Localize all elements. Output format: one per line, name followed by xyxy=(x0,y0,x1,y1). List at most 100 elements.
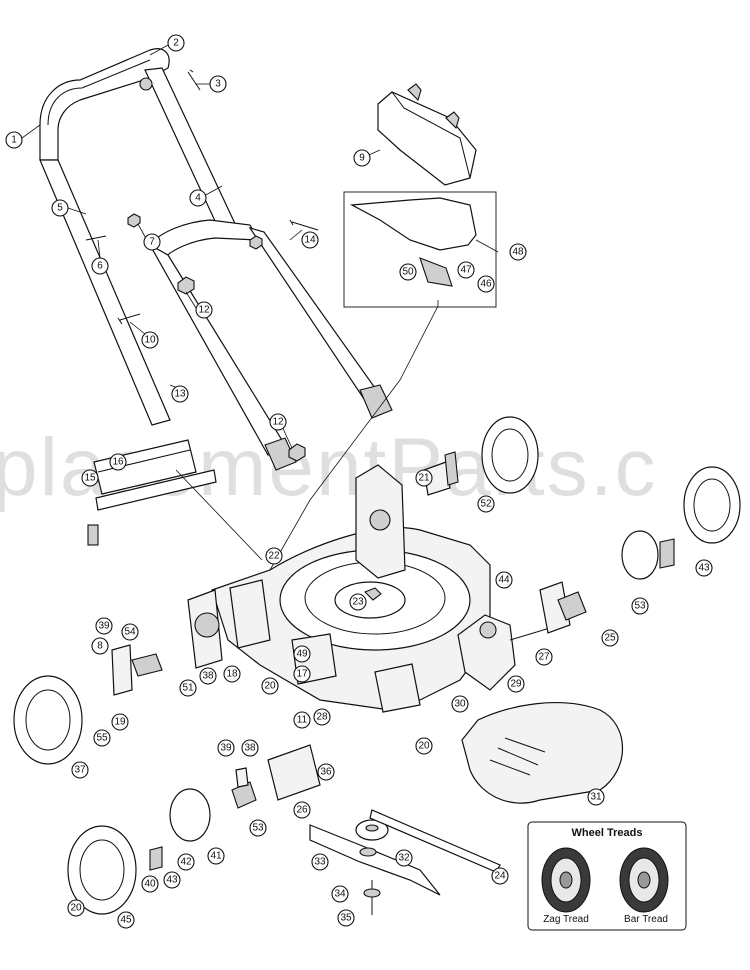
callout-9: 9 xyxy=(353,149,371,167)
callout-55: 55 xyxy=(93,729,111,747)
callout-28: 28 xyxy=(313,708,331,726)
callout-19: 19 xyxy=(111,713,129,731)
callout-43-front: 43 xyxy=(163,871,181,889)
callout-31: 31 xyxy=(587,788,605,806)
height-adjuster-front-right xyxy=(231,744,321,809)
wheel-treads-title: Wheel Treads xyxy=(572,827,643,839)
callout-20-bracket: 20 xyxy=(415,737,433,755)
mulch-plug xyxy=(349,197,477,287)
callout-36: 36 xyxy=(317,763,335,781)
wheel-rear-right-lower xyxy=(683,466,741,544)
callout-20-front-wheel: 20 xyxy=(67,899,85,917)
svg-text:28: 28 xyxy=(316,712,328,723)
svg-text:27: 27 xyxy=(538,652,550,663)
svg-text:12: 12 xyxy=(272,417,284,428)
callout-33: 33 xyxy=(311,853,329,871)
svg-text:52: 52 xyxy=(480,499,492,510)
handle-knob xyxy=(177,276,195,295)
svg-text:20: 20 xyxy=(418,741,430,752)
bar-tread-wheel xyxy=(619,847,669,913)
callout-50: 50 xyxy=(399,263,417,281)
upper-handle xyxy=(39,48,239,426)
callout-14: 14 xyxy=(301,231,319,249)
svg-text:35: 35 xyxy=(340,913,352,924)
callout-7: 7 xyxy=(143,233,161,251)
callout-30: 30 xyxy=(451,695,469,713)
rear-height-bracket xyxy=(423,451,459,496)
svg-text:2: 2 xyxy=(173,38,179,49)
svg-text:44: 44 xyxy=(498,575,510,586)
callout-39-right: 39 xyxy=(217,739,235,757)
bar-tread-label: Bar Tread xyxy=(624,914,668,925)
svg-text:11: 11 xyxy=(297,715,308,726)
pin xyxy=(85,235,107,241)
lower-handle xyxy=(148,219,393,471)
callout-24: 24 xyxy=(491,867,509,885)
wheel-front-left-upper xyxy=(13,675,83,765)
svg-text:9: 9 xyxy=(359,153,365,164)
svg-text:53: 53 xyxy=(634,601,646,612)
callout-47: 47 xyxy=(457,261,475,279)
svg-text:3: 3 xyxy=(215,79,221,90)
svg-text:22: 22 xyxy=(268,551,280,562)
handle-knob xyxy=(249,235,263,250)
callout-11: 11 xyxy=(293,711,311,729)
svg-text:37: 37 xyxy=(74,765,86,776)
discharge-chute xyxy=(377,83,477,186)
front-axle-bracket xyxy=(111,644,163,696)
svg-text:18: 18 xyxy=(226,669,238,680)
svg-text:20: 20 xyxy=(264,681,276,692)
callout-16: 16 xyxy=(109,453,127,471)
callout-20-deck: 20 xyxy=(261,677,279,695)
svg-text:29: 29 xyxy=(510,679,522,690)
callout-18: 18 xyxy=(223,665,241,683)
wheel-rear-right-upper xyxy=(481,416,539,494)
cable-clip xyxy=(187,69,201,91)
svg-text:48: 48 xyxy=(512,247,524,258)
svg-text:39: 39 xyxy=(220,743,232,754)
mower-deck xyxy=(211,527,491,713)
callout-52: 52 xyxy=(477,495,495,513)
callout-53-rear: 53 xyxy=(631,597,649,615)
svg-text:38: 38 xyxy=(202,671,214,682)
svg-text:53: 53 xyxy=(252,823,264,834)
zag-tread-label: Zag Tread xyxy=(543,914,589,925)
callout-22: 22 xyxy=(265,547,283,565)
svg-text:15: 15 xyxy=(84,473,96,484)
svg-text:34: 34 xyxy=(334,889,346,900)
grass-bag xyxy=(461,701,623,804)
callout-38-left: 38 xyxy=(199,667,217,685)
svg-text:30: 30 xyxy=(454,699,466,710)
svg-text:13: 13 xyxy=(174,389,186,400)
svg-text:33: 33 xyxy=(314,857,326,868)
svg-text:10: 10 xyxy=(144,335,156,346)
svg-text:12: 12 xyxy=(198,305,210,316)
svg-text:7: 7 xyxy=(149,237,155,248)
callout-43-rear: 43 xyxy=(695,559,713,577)
svg-text:51: 51 xyxy=(182,683,194,694)
svg-text:43: 43 xyxy=(166,875,178,886)
callout-42: 42 xyxy=(177,853,195,871)
callout-44: 44 xyxy=(495,571,513,589)
svg-text:25: 25 xyxy=(604,633,616,644)
callout-10: 10 xyxy=(141,331,159,349)
deck-leader xyxy=(175,469,263,561)
svg-text:46: 46 xyxy=(480,279,492,290)
callout-46: 46 xyxy=(477,275,495,293)
part-callouts: 1 2 3 4 5 6 7 8 9 10 11 12 12 13 14 15 1… xyxy=(5,34,713,929)
height-adjuster-front-left xyxy=(187,589,223,669)
callout-32: 32 xyxy=(395,849,413,867)
svg-text:20: 20 xyxy=(70,903,82,914)
rear-door xyxy=(355,464,406,579)
callout-26: 26 xyxy=(293,801,311,819)
svg-text:36: 36 xyxy=(320,767,332,778)
callout-6: 6 xyxy=(91,257,109,275)
callout-17: 17 xyxy=(293,665,311,683)
svg-text:17: 17 xyxy=(296,669,308,680)
svg-text:54: 54 xyxy=(124,627,136,638)
svg-text:4: 4 xyxy=(195,193,201,204)
blade-adapter xyxy=(355,819,389,841)
svg-text:45: 45 xyxy=(120,915,132,926)
callout-1: 1 xyxy=(5,131,23,149)
callout-48: 48 xyxy=(509,243,527,261)
